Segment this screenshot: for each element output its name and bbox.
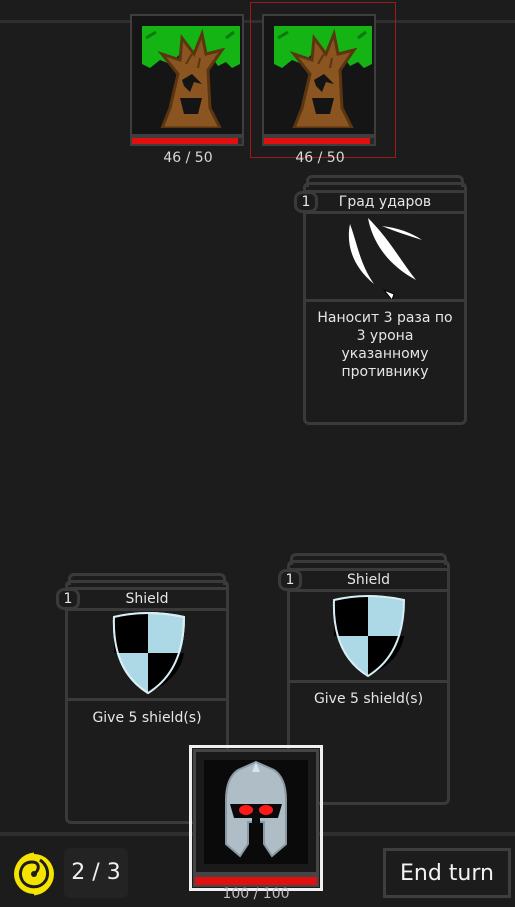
energy-counter: 2 / 3 bbox=[64, 848, 128, 898]
card-tab bbox=[290, 553, 447, 565]
energy-swirl-icon bbox=[10, 850, 58, 898]
enemy-1[interactable]: 46 / 50 bbox=[126, 10, 250, 166]
enemy-hp-text: 46 / 50 bbox=[163, 150, 213, 166]
card-description: Наносит 3 раза по 3 урона указанному про… bbox=[317, 310, 453, 380]
enemy-hp-bar bbox=[130, 136, 244, 146]
end-turn-button[interactable]: End turn bbox=[383, 848, 511, 898]
enemy-2[interactable]: 46 / 50 bbox=[258, 10, 382, 166]
card-title: Град ударов bbox=[306, 190, 464, 214]
card-tab bbox=[68, 573, 226, 585]
card-cost: 1 bbox=[294, 191, 318, 213]
shield-icon bbox=[290, 592, 447, 683]
card-title: Shield bbox=[68, 587, 226, 611]
player-hp-text: 100 / 100 bbox=[222, 886, 290, 902]
player-hp-bar bbox=[193, 875, 319, 887]
claw-strike-icon bbox=[306, 214, 464, 302]
tree-monster-icon bbox=[130, 14, 244, 136]
card-tab bbox=[306, 175, 464, 187]
tree-monster-icon bbox=[262, 14, 376, 136]
enemy-hp-text: 46 / 50 bbox=[295, 150, 345, 166]
card-title: Shield bbox=[290, 568, 447, 592]
card-selected[interactable]: Град ударов 1 Наносит 3 раза по 3 урона … bbox=[294, 175, 467, 425]
enemy-hp-bar bbox=[262, 136, 376, 146]
top-divider bbox=[0, 20, 515, 23]
card-cost: 1 bbox=[56, 588, 80, 610]
player-frame bbox=[189, 745, 323, 891]
card-shield-2[interactable]: Shield 1 Give 5 shield(s) bbox=[278, 553, 450, 805]
knight-helmet-icon bbox=[193, 749, 319, 875]
card-description: Give 5 shield(s) bbox=[92, 710, 202, 726]
card-cost: 1 bbox=[278, 569, 302, 591]
player: 100 / 100 bbox=[189, 745, 323, 902]
target-indicator bbox=[250, 2, 396, 158]
card-description: Give 5 shield(s) bbox=[313, 691, 424, 707]
shield-icon bbox=[68, 611, 226, 701]
